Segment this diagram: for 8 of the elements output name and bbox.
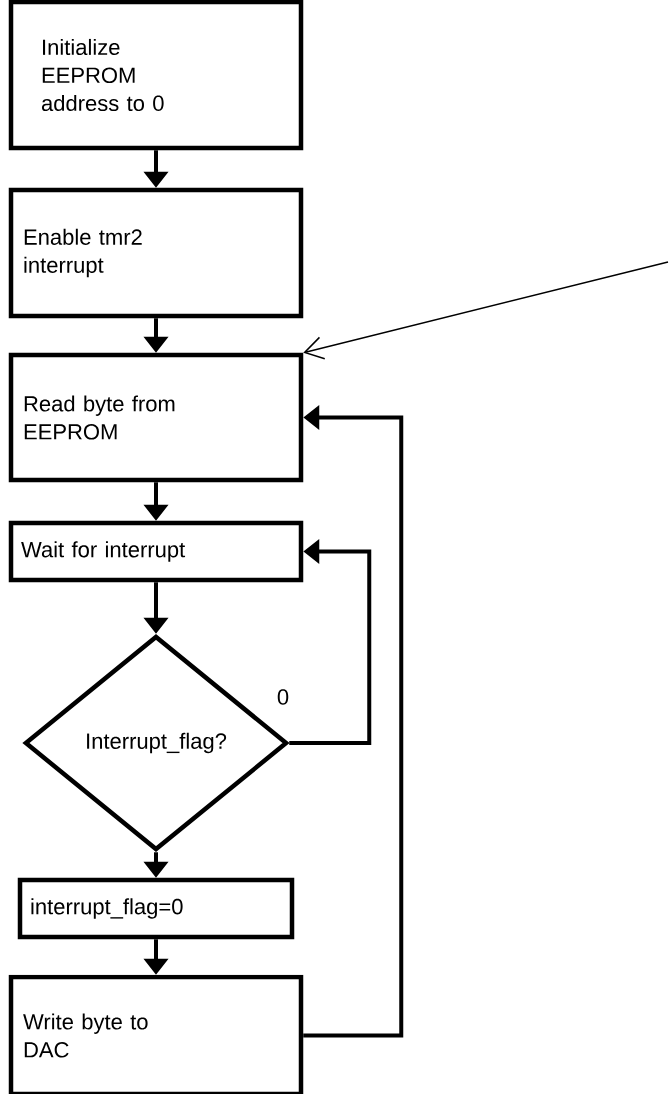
arrow	[303, 261, 669, 360]
process-box: Enable tmr2 interrupt	[8, 187, 304, 319]
process-box: Write byte to DAC	[8, 974, 304, 1094]
process-box: Initialize EEPROM address to 0	[8, 0, 304, 151]
process-box: Wait for interrupt	[8, 520, 304, 583]
process-box: Read byte from EEPROM	[8, 352, 304, 483]
process-box: interrupt_flag=0	[17, 877, 295, 940]
edge-label: 0	[274, 687, 292, 707]
